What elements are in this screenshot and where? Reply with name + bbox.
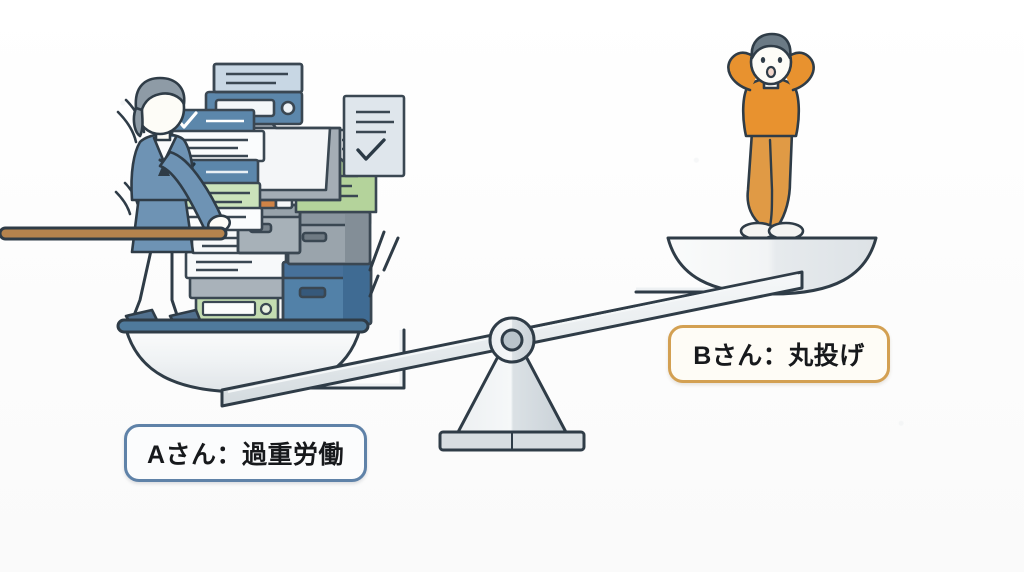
motion-lines-stack — [368, 230, 400, 298]
paper-tray-top — [212, 62, 304, 94]
label-badge-right: Bさん：丸投げ — [668, 325, 890, 383]
checked-document-blue-top — [166, 108, 256, 134]
label-badge-left-text: Aさん：過重労働 — [146, 441, 345, 469]
right-pan-group — [0, 32, 878, 296]
right-person-figure — [727, 32, 815, 241]
scale-pedestal — [438, 316, 586, 452]
label-badge-right-text: Bさん：丸投げ — [693, 342, 865, 370]
label-badge-left: Aさん：過重労働 — [124, 424, 367, 482]
right-pan — [0, 226, 878, 296]
checklist-sheet — [342, 94, 406, 178]
archive-box-blue — [281, 260, 373, 326]
pivot-point — [500, 328, 524, 352]
green-tray-bottom — [194, 294, 280, 324]
